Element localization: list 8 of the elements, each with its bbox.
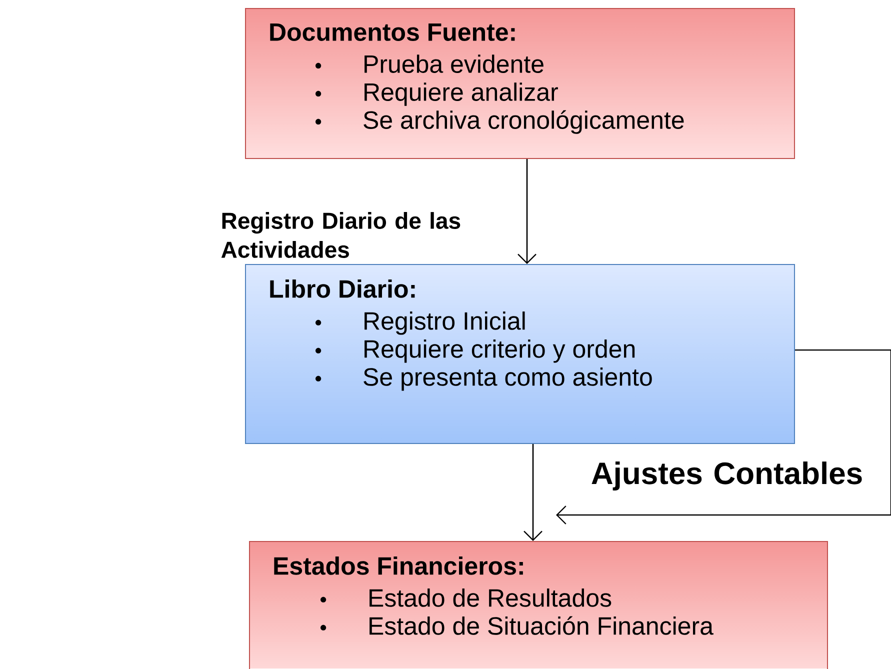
- text-box: Libro Diario: Registro Inicial Requiere criterio y orden Se presenta como asiento: [245, 264, 795, 444]
- arrow: [556, 349, 891, 524]
- text-box: Documentos Fuente: Prueba evidente Requiere analizar Se archiva cronológicamente: [245, 8, 795, 159]
- text-box: Estados Financieros: Estado de Resultados Estado de Situación Financiera: [249, 541, 828, 669]
- arrow: [524, 444, 542, 541]
- arrow: [518, 159, 536, 264]
- edge-label: Ajustes Contables: [592, 462, 862, 490]
- edge-label: Registro Diario de las Actividades: [221, 212, 460, 258]
